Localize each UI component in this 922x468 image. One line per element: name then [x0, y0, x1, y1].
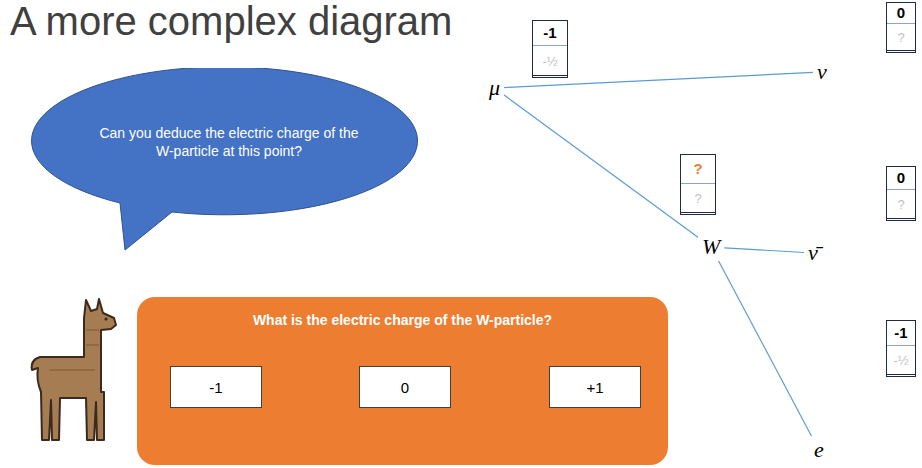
- particle-vertex: W: [699, 234, 723, 260]
- propagator-line: [719, 261, 812, 436]
- answer-button: +1: [549, 366, 641, 408]
- bubble-shape: [32, 68, 418, 250]
- unknown-cell: -½: [887, 345, 915, 374]
- answer-text: -1: [209, 379, 222, 396]
- hidden-value: ?: [694, 191, 701, 206]
- charge-value: ?: [693, 160, 702, 177]
- unknown-cell: ?: [681, 183, 715, 212]
- charge-box: -1 -½: [886, 320, 916, 377]
- charge-box: -1 -½: [532, 20, 568, 78]
- slide-title: A more complex diagram: [10, 0, 452, 45]
- particle-vertex: ν̄: [805, 240, 821, 266]
- charge-cell: -1: [887, 321, 915, 345]
- bubble-text: Can you deduce the electric charge of th…: [89, 124, 369, 160]
- hidden-value: ?: [897, 30, 904, 45]
- particle-symbol: ν: [817, 59, 827, 84]
- particle-vertex: ν: [814, 59, 830, 85]
- particle-symbol: ν̄: [808, 240, 818, 265]
- charge-cell: 0: [887, 167, 915, 189]
- speech-bubble: Can you deduce the electric charge of th…: [30, 68, 428, 254]
- panel-question: What is the electric charge of the W-par…: [137, 311, 668, 329]
- particle-vertex: e: [811, 437, 827, 463]
- question-panel: What is the electric charge of the W-par…: [137, 297, 668, 465]
- llama-eye: [104, 317, 107, 320]
- charge-box: 0?: [886, 2, 916, 53]
- particle-symbol: e: [814, 437, 824, 462]
- charge-box: ??: [680, 154, 716, 215]
- charge-value: 0: [897, 169, 905, 186]
- unknown-cell: -½: [533, 45, 567, 75]
- answer-button: 0: [359, 366, 451, 408]
- answer-button: -1: [170, 366, 262, 408]
- answer-text: +1: [586, 379, 603, 396]
- particle-symbol: W: [702, 234, 720, 259]
- unknown-cell: ?: [887, 23, 915, 50]
- particle-symbol: μ: [489, 75, 500, 100]
- charge-cell: -1: [533, 21, 567, 45]
- charge-cell: 0: [887, 3, 915, 23]
- charge-value: -1: [894, 324, 907, 341]
- hidden-value: ?: [897, 197, 904, 212]
- hidden-value: -½: [893, 353, 908, 368]
- answer-text: 0: [401, 379, 409, 396]
- particle-vertex: μ: [486, 75, 503, 101]
- llama-body: [32, 299, 116, 440]
- propagator-line: [504, 95, 698, 237]
- llama-wool: [50, 330, 99, 370]
- charge-value: 0: [897, 4, 905, 21]
- propagator-line: [724, 248, 804, 253]
- bubble-outline: [30, 68, 428, 254]
- charge-value: -1: [543, 24, 556, 41]
- charge-cell: ?: [681, 155, 715, 183]
- charge-box: 0?: [886, 166, 916, 221]
- hidden-value: -½: [542, 54, 557, 69]
- unknown-cell: ?: [887, 189, 915, 218]
